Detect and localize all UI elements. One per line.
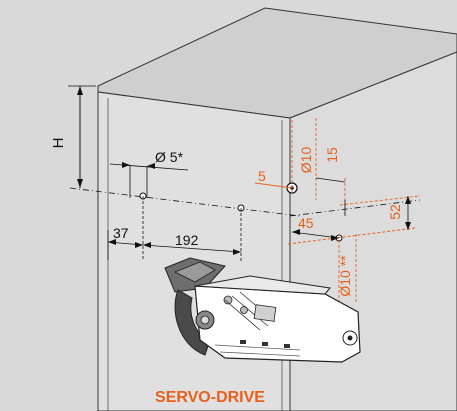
bottom-hole-diameter-label: Ø10 ** <box>337 255 353 297</box>
dimension-15-label: 15 <box>324 147 340 163</box>
dimension-37-label: 37 <box>113 225 129 241</box>
dim-52-arrow-top <box>405 196 411 204</box>
reference-line-right <box>289 199 421 217</box>
dimension-5-label: 5 <box>258 168 266 184</box>
dim-37-arrow-right <box>135 242 143 248</box>
dim-52-arrow-bottom <box>405 222 411 230</box>
dim-45-arrow-left <box>292 229 300 235</box>
cabinet-side-panel <box>97 91 291 411</box>
dimension-52-label: 52 <box>387 204 403 220</box>
orange-dimension-lines <box>254 118 421 304</box>
servo-drive-unit <box>164 257 361 363</box>
dimension-45-label: 45 <box>298 215 314 231</box>
dim-192-line <box>142 244 242 253</box>
top-hole-diameter-label: Ø10 <box>298 147 314 174</box>
dim-37-arrow-left <box>108 239 116 245</box>
dia5-arrow-left <box>122 162 130 168</box>
dimension-192-label: 192 <box>175 232 199 248</box>
height-label: H <box>50 138 67 149</box>
dim-45-arrow <box>331 235 339 241</box>
hole-diameter-label: Ø 5* <box>155 149 184 165</box>
height-arrow-top <box>77 86 83 95</box>
dia5-arrow-right <box>147 163 155 169</box>
dim-15-horizontal <box>315 177 346 183</box>
height-arrow-bottom <box>77 179 83 188</box>
dim-192-arrow-right <box>233 249 241 255</box>
product-label: SERVO-DRIVE <box>155 389 265 406</box>
dim-192-arrow-left <box>143 242 151 248</box>
